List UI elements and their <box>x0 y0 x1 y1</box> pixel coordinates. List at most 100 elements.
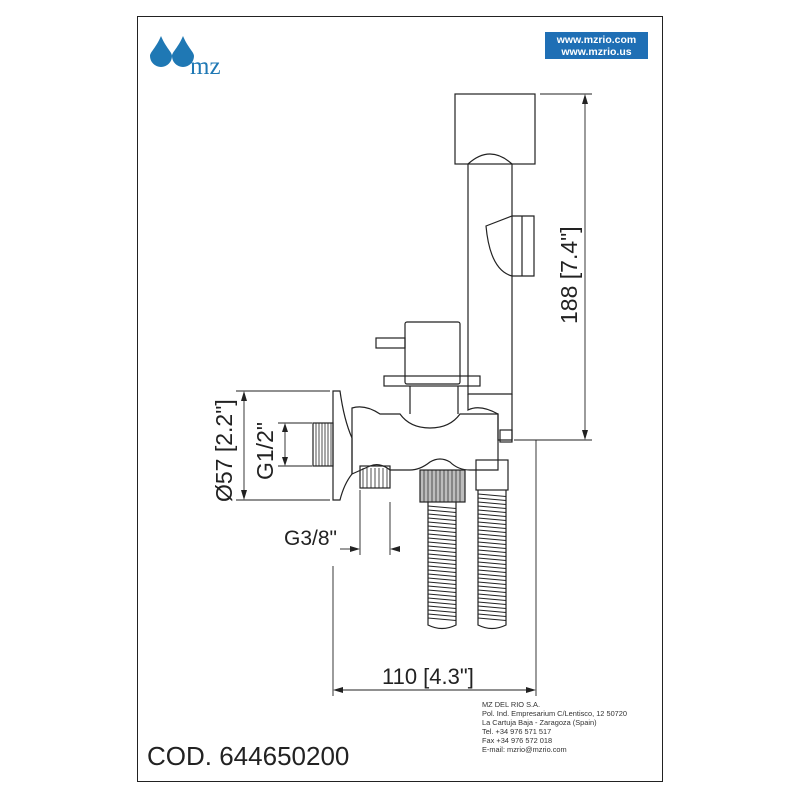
brand-logo-text: mz <box>190 53 221 80</box>
hose-spiral-line <box>477 513 507 517</box>
hose-nut-left-knurl <box>423 470 461 502</box>
hose-nut-right <box>475 459 509 491</box>
hose-spiral-line <box>427 541 457 545</box>
holder-top-block <box>454 93 536 165</box>
valve-knob-top <box>404 321 461 385</box>
hose-spiral-line <box>477 589 507 593</box>
hose-spiral-line <box>477 601 507 605</box>
hose-spiral-line <box>477 605 507 609</box>
dim-label-diameter: Ø57 [2.2"] <box>211 399 237 502</box>
drop-right-icon <box>172 36 194 67</box>
hose-spiral-line <box>477 517 507 521</box>
arrow-g38-left <box>350 546 360 552</box>
website-badge: www.mzrio.com www.mzrio.us <box>545 32 648 59</box>
hose-spiral-line <box>477 581 507 585</box>
website-url-us[interactable]: www.mzrio.us <box>561 46 632 58</box>
hose-spiral-line <box>427 557 457 561</box>
side-outlet-thread-lines <box>362 468 388 488</box>
arrow-g38-right <box>390 546 400 552</box>
hose-spiral-line <box>477 497 507 501</box>
hose-spiral-line <box>427 585 457 589</box>
wall-flange <box>332 390 353 501</box>
hose-spiral-line <box>427 529 457 533</box>
arrow-height-top <box>582 94 588 104</box>
hose-spiral-line <box>477 577 507 581</box>
product-code: COD. 644650200 <box>147 741 350 771</box>
hose-spiral-line <box>477 585 507 589</box>
hose-spiral-line <box>427 509 457 513</box>
hose-spiral-line <box>427 525 457 529</box>
hose-spiral-line <box>477 549 507 553</box>
hose-spiral-line <box>477 493 507 497</box>
hose-spiral-line <box>427 589 457 593</box>
hose-spiral-line <box>477 509 507 513</box>
arrow-width-right <box>526 687 536 693</box>
dim-label-height: 188 [7.4"] <box>556 226 582 324</box>
hose-spiral-line <box>427 537 457 541</box>
hose-spiral-line <box>477 521 507 525</box>
hose-spiral-line <box>427 565 457 569</box>
valve-knob-base <box>383 375 481 387</box>
holder-lower <box>467 394 513 441</box>
company-address-block: MZ DEL RIO S.A. Pol. Ind. Empresarium C/… <box>482 700 627 754</box>
hose-spiral-line <box>427 517 457 521</box>
hose-spiral-line <box>427 521 457 525</box>
hose-spiral-line <box>477 561 507 565</box>
hose-spiral-line <box>427 601 457 605</box>
hose-spiral-line <box>427 573 457 577</box>
holder-column <box>467 164 513 395</box>
arrow-g12-top <box>282 423 288 432</box>
hose-spiral-line <box>477 545 507 549</box>
arrow-diameter-bottom <box>241 490 247 500</box>
hose-spiral-line <box>477 565 507 569</box>
arrow-width-left <box>333 687 343 693</box>
hose-spiral-line <box>477 557 507 561</box>
hose-spiral-line <box>477 537 507 541</box>
hose-spiral-line <box>477 609 507 613</box>
company-email[interactable]: E-mail: mzrio@mzrio.com <box>482 745 567 754</box>
hose-spiral-line <box>477 617 507 621</box>
hose-spiral-line <box>427 533 457 537</box>
hose-spiral-line <box>427 597 457 601</box>
hose-spiral-line <box>427 549 457 553</box>
holder-connector <box>499 429 513 443</box>
dim-label-width: 110 [4.3"] <box>382 664 474 689</box>
hose-spiral-line <box>427 609 457 613</box>
valve-lever <box>375 337 406 349</box>
arrow-diameter-top <box>241 391 247 401</box>
hose-spiral-line <box>477 505 507 509</box>
company-address-line2: La Cartuja Baja - Zaragoza (Spain) <box>482 718 597 727</box>
hose-nut-left <box>419 469 466 503</box>
hose-spiral-line <box>427 545 457 549</box>
valve-body <box>351 406 499 475</box>
company-fax: Fax +34 976 572 018 <box>482 736 553 745</box>
hose-spiral-line <box>427 505 457 509</box>
hose-spiral-lines <box>427 493 507 621</box>
drawing-sheet-border <box>137 16 663 782</box>
hose-spiral-line <box>477 501 507 505</box>
hose-spiral-line <box>477 573 507 577</box>
website-url-com[interactable]: www.mzrio.com <box>556 34 637 46</box>
hose-spiral-line <box>477 533 507 537</box>
hose-spiral-line <box>427 577 457 581</box>
hose-spiral-line <box>477 613 507 617</box>
dim-label-g38: G3/8" <box>284 527 337 550</box>
hose-spiral-line <box>427 593 457 597</box>
company-address-line1: Pol. Ind. Empresarium C/Lentisco, 12 507… <box>482 709 628 718</box>
inlet-thread-lines <box>315 423 332 466</box>
company-tel: Tel. +34 976 571 517 <box>482 727 552 736</box>
holder-branch <box>485 215 535 277</box>
drop-left-icon <box>150 36 172 67</box>
hose-spiral-line <box>477 553 507 557</box>
hose-spiral-line <box>427 569 457 573</box>
hose-spiral-line <box>427 581 457 585</box>
hose-spiral-line <box>477 541 507 545</box>
hose-spiral-line <box>427 613 457 617</box>
hose-spiral-line <box>427 561 457 565</box>
hose-spiral-line <box>427 605 457 609</box>
hose-left <box>427 502 457 630</box>
hose-spiral-line <box>477 593 507 597</box>
hose-spiral-line <box>477 525 507 529</box>
dim-label-g12: G1/2" <box>252 421 278 480</box>
